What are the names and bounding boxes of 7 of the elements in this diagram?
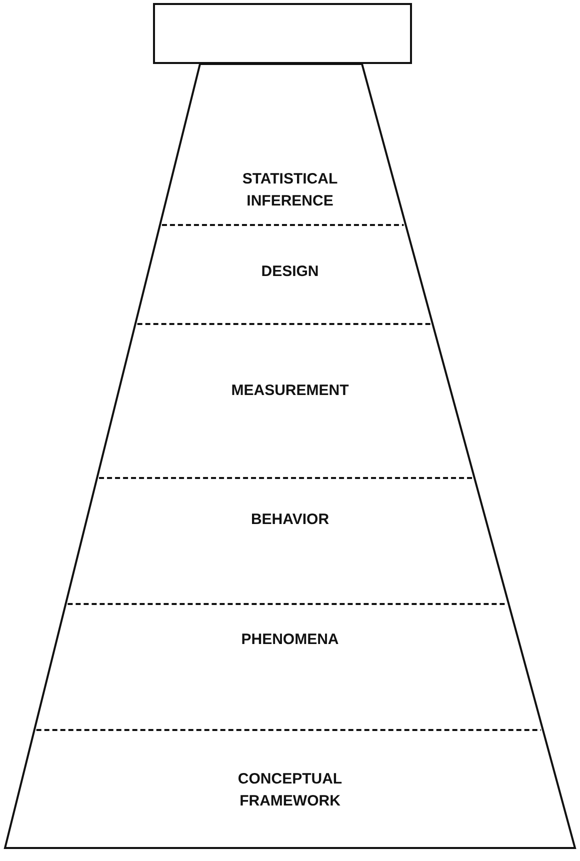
layer-label: PHENOMENA [180,629,400,651]
layer-label: STATISTICAL INFERENCE [205,168,375,212]
layer-label: BEHAVIOR [180,509,400,531]
layer-label: DESIGN [190,261,390,283]
layer-label: MEASUREMENT [180,380,400,402]
layer-label: CONCEPTUAL FRAMEWORK [205,768,375,812]
empty-box [153,3,412,64]
